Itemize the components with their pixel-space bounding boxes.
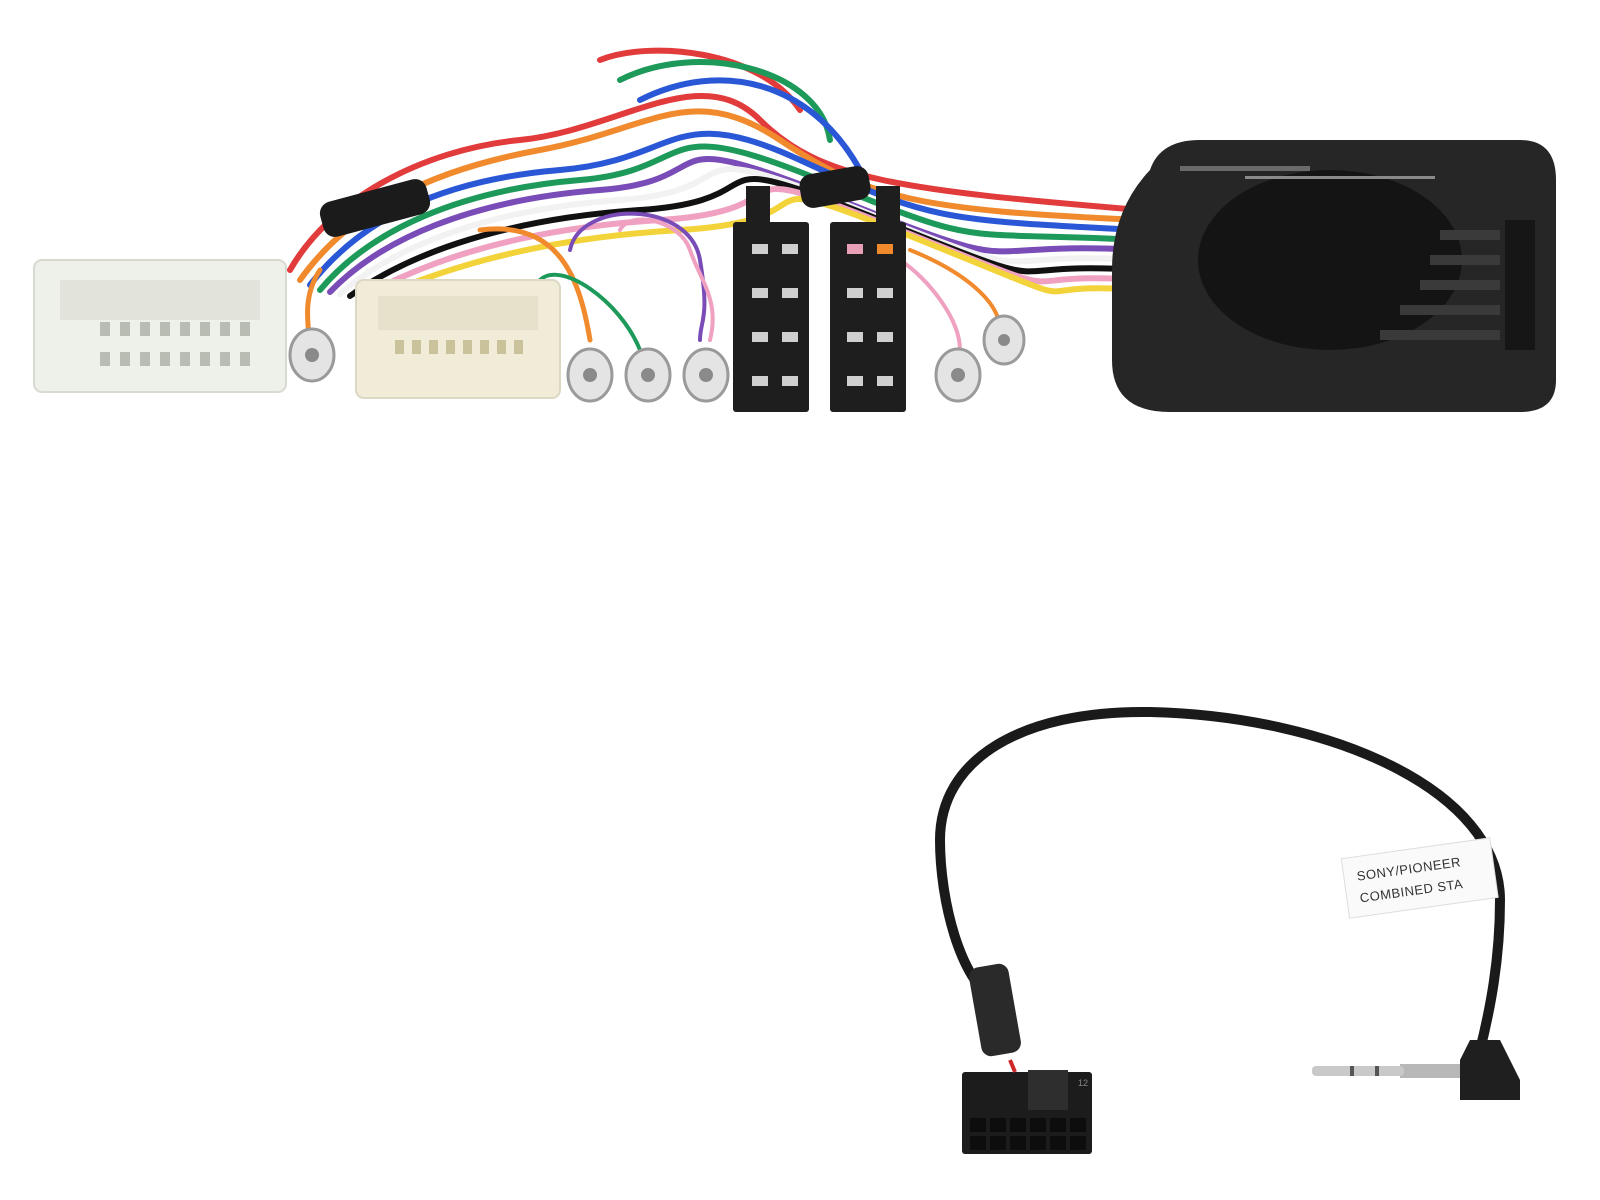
white-connector-large [33,259,287,393]
cable-label: SONY/PIONEER COMBINED STA [1340,837,1499,919]
heat-shrink-left [319,179,431,237]
pin-mark: 12 [1078,1078,1088,1088]
iso-connector-left [733,186,809,412]
heat-shrink-right [799,166,871,208]
iso-connector-right [830,186,906,412]
patch-cable [934,706,1506,1055]
audio-jack-plug [1312,1040,1520,1100]
interface-module [1112,140,1556,412]
white-connector-medium [355,279,561,399]
cable-sleeve [969,963,1021,1057]
twelve-pin-connector: 12 [962,1059,1092,1154]
